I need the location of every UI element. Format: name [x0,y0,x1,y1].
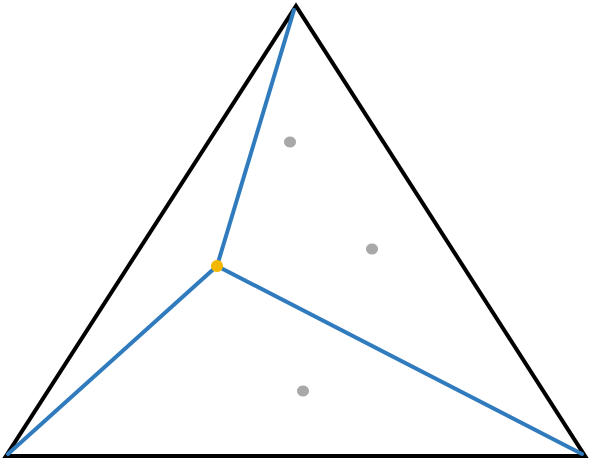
interior-point [211,260,223,272]
gray-dot-bottom [297,385,309,397]
gray-dot-right [366,243,378,255]
segment-to-top-vertex [215,8,296,268]
gray-dot-top [284,136,296,148]
segment-to-bottom-left-vertex [6,264,219,456]
segment-to-bottom-right-vertex [215,264,584,456]
